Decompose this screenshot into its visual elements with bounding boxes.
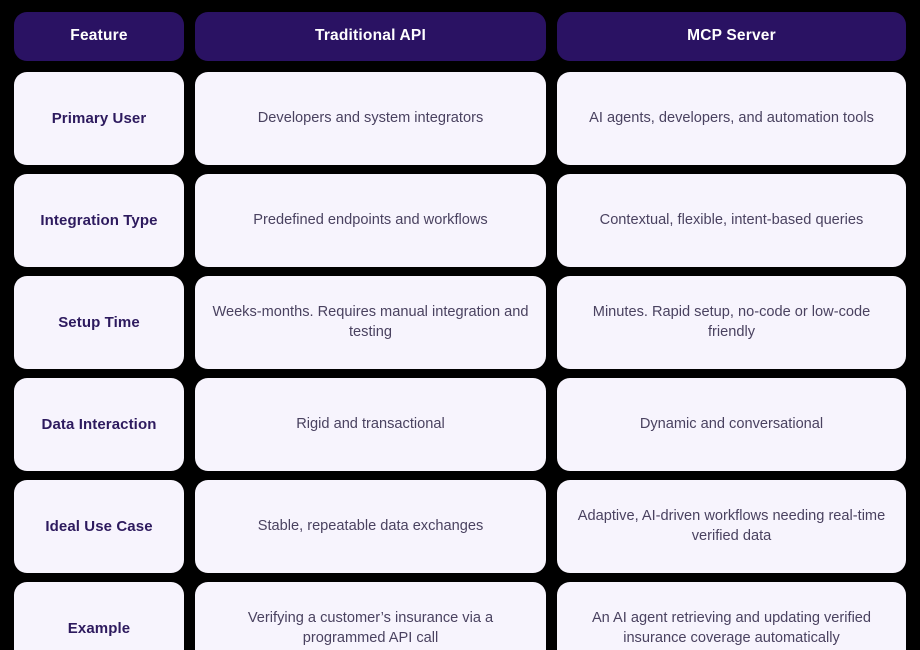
table-row: Setup Time Weeks-months. Requires manual… <box>14 276 906 369</box>
row-traditional-api-value: Rigid and transactional <box>195 378 546 471</box>
row-traditional-api-value: Verifying a customer’s insurance via a p… <box>195 582 546 650</box>
table-header-row: Feature Traditional API MCP Server <box>14 12 906 61</box>
row-traditional-api-value: Developers and system integrators <box>195 72 546 165</box>
row-feature-label: Ideal Use Case <box>14 480 184 573</box>
table-row: Example Verifying a customer’s insurance… <box>14 582 906 650</box>
row-feature-label: Primary User <box>14 72 184 165</box>
row-feature-label: Example <box>14 582 184 650</box>
row-traditional-api-value: Stable, repeatable data exchanges <box>195 480 546 573</box>
row-traditional-api-value: Predefined endpoints and workflows <box>195 174 546 267</box>
column-header-feature-label: Feature <box>70 27 128 45</box>
table-row: Primary User Developers and system integ… <box>14 72 906 165</box>
table-row: Ideal Use Case Stable, repeatable data e… <box>14 480 906 573</box>
row-mcp-server-value: Minutes. Rapid setup, no-code or low-cod… <box>557 276 906 369</box>
column-header-traditional-api-label: Traditional API <box>315 27 426 45</box>
row-traditional-api-value: Weeks-months. Requires manual integratio… <box>195 276 546 369</box>
row-mcp-server-value: An AI agent retrieving and updating veri… <box>557 582 906 650</box>
column-header-traditional-api: Traditional API <box>195 12 546 61</box>
row-feature-label: Data Interaction <box>14 378 184 471</box>
column-header-feature: Feature <box>14 12 184 61</box>
table-row: Integration Type Predefined endpoints an… <box>14 174 906 267</box>
row-mcp-server-value: Dynamic and conversational <box>557 378 906 471</box>
column-header-mcp-server-label: MCP Server <box>687 27 776 45</box>
row-mcp-server-value: AI agents, developers, and automation to… <box>557 72 906 165</box>
column-header-mcp-server: MCP Server <box>557 12 906 61</box>
row-feature-label: Setup Time <box>14 276 184 369</box>
row-mcp-server-value: Adaptive, AI-driven workflows needing re… <box>557 480 906 573</box>
table-row: Data Interaction Rigid and transactional… <box>14 378 906 471</box>
row-feature-label: Integration Type <box>14 174 184 267</box>
row-mcp-server-value: Contextual, flexible, intent-based queri… <box>557 174 906 267</box>
